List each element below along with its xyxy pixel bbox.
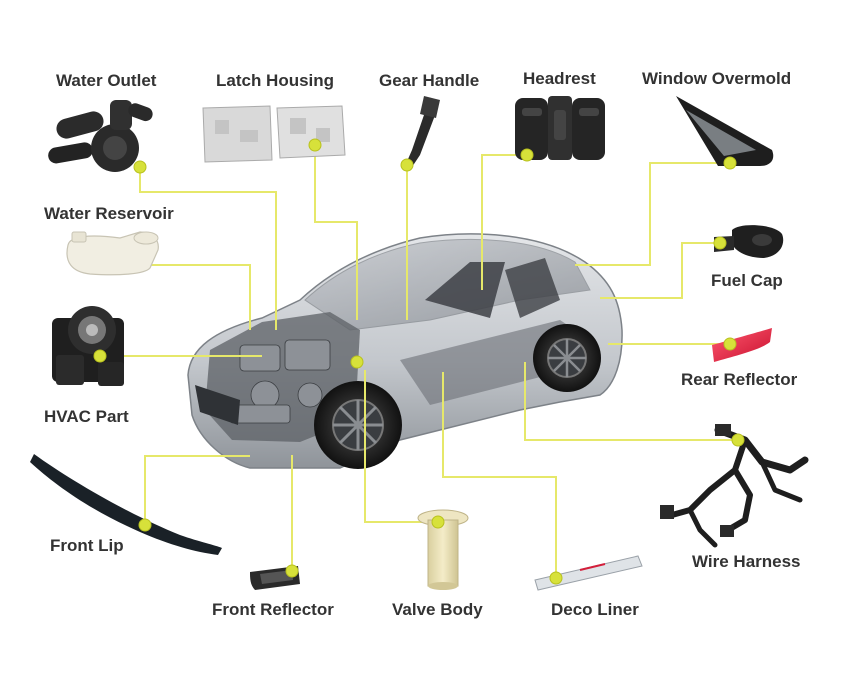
- dot-front-reflector: [285, 564, 299, 578]
- water-outlet-icon: [48, 100, 153, 172]
- dot-rear-reflector: [723, 337, 737, 351]
- leader-front-lip: [144, 455, 250, 525]
- dot-latch-housing: [308, 138, 322, 152]
- label-hvac-part: HVAC Part: [44, 407, 129, 426]
- rear-reflector-icon: [712, 328, 772, 362]
- label-gear-handle: Gear Handle: [379, 71, 480, 90]
- dot-deco-liner: [549, 571, 563, 585]
- dot-wire-harness: [731, 433, 745, 447]
- dot-gear-handle: [400, 158, 414, 172]
- leader-wire-harness: [524, 362, 738, 441]
- label-window-overmold: Window Overmold: [642, 69, 792, 88]
- gear-handle-icon: [405, 96, 440, 170]
- label-front-lip: Front Lip: [50, 536, 124, 555]
- dot-water-outlet: [133, 160, 147, 174]
- leader-water-reservoir: [148, 264, 251, 330]
- label-headrest: Headrest: [523, 69, 596, 88]
- hvac-part-icon: [52, 306, 124, 386]
- dot-valve-body: [431, 515, 445, 529]
- latch-housing-icon: [202, 105, 346, 163]
- deco-liner-icon: [534, 555, 643, 591]
- dot-engine-hub: [350, 355, 364, 369]
- dot-headrest: [520, 148, 534, 162]
- dot-front-lip: [138, 518, 152, 532]
- leader-valve-body: [364, 370, 438, 523]
- leader-lines: [100, 145, 738, 578]
- label-valve-body: Valve Body: [392, 600, 483, 619]
- leader-fuel-cap: [600, 242, 720, 299]
- headrest-icon: [515, 96, 605, 160]
- dot-window-overmold: [723, 156, 737, 170]
- leader-window-overmold: [575, 162, 730, 266]
- label-rear-reflector: Rear Reflector: [681, 370, 798, 389]
- label-front-reflector: Front Reflector: [212, 600, 334, 619]
- label-wire-harness: Wire Harness: [692, 552, 801, 571]
- leader-headrest: [481, 154, 527, 290]
- label-water-outlet: Water Outlet: [56, 71, 157, 90]
- dot-fuel-cap: [713, 236, 727, 250]
- label-latch-housing: Latch Housing: [216, 71, 335, 90]
- connection-dots: [93, 138, 745, 585]
- water-reservoir-icon: [66, 231, 159, 276]
- dot-hvac-part: [93, 349, 107, 363]
- leader-deco-liner: [442, 372, 557, 578]
- front-lip-icon: [30, 454, 222, 555]
- window-overmold-icon: [676, 96, 774, 166]
- label-water-reservoir: Water Reservoir: [44, 204, 174, 223]
- label-fuel-cap: Fuel Cap: [711, 271, 783, 290]
- leader-water-outlet: [139, 167, 277, 330]
- leader-latch-housing: [314, 145, 358, 320]
- label-deco-liner: Deco Liner: [551, 600, 639, 619]
- cutaway-sedan-icon: [187, 233, 623, 469]
